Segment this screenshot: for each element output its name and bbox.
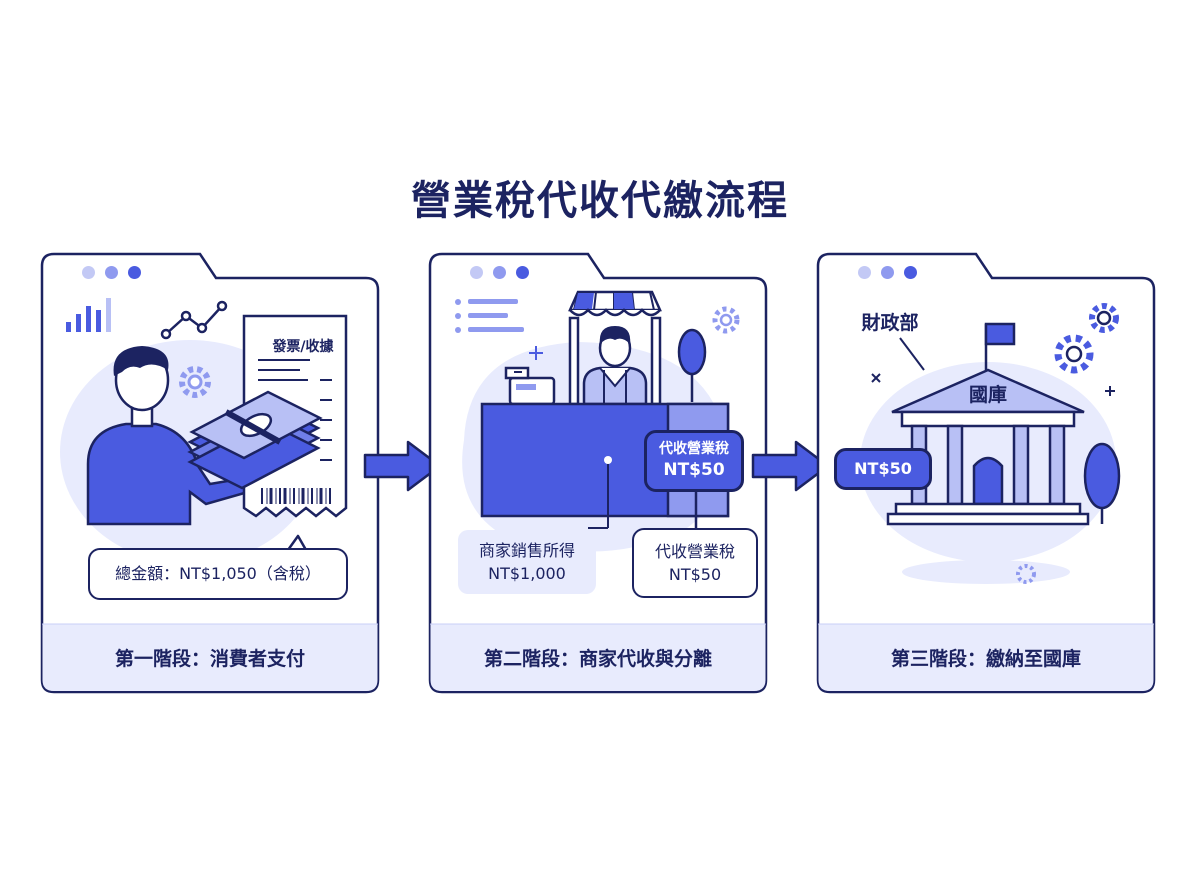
flow-arrow-2 [751, 440, 830, 492]
collected-tax-title: 代收營業稅 [654, 541, 735, 561]
stage2-panel: 代收營業稅 NT$50 商家銷售所得 NT$1,000 代收營業稅 NT$50 … [428, 252, 768, 694]
building-icon [886, 368, 1090, 526]
gear-icon [179, 366, 211, 398]
window-dot [516, 266, 529, 279]
tree-icon [1083, 442, 1121, 524]
ministry-label: 財政部 [861, 312, 919, 334]
stage1-panel: 發票/收據 總金額：NT$1,050（含稅） 第一階段：消費者支付 [40, 252, 380, 694]
window-dot [493, 266, 506, 279]
stage3-illustration [860, 303, 1121, 584]
gear-icon [1016, 564, 1036, 584]
stage2-footer: 第二階段：商家代收與分離 [483, 647, 712, 670]
stage1-footer: 第一階段：消費者支付 [114, 647, 305, 670]
window-dot [470, 266, 483, 279]
collected-tax-box: 代收營業稅 NT$50 [632, 528, 758, 598]
collected-tax-amount: NT$50 [668, 565, 722, 584]
list-icon [455, 299, 524, 333]
amount-tag: NT$50 [834, 448, 932, 490]
sparkle-icon [529, 346, 543, 360]
window-dot [82, 266, 95, 279]
gear-icon [1054, 334, 1094, 374]
merchant-income-amount: NT$1,000 [488, 564, 566, 583]
page-title: 營業稅代收代繳流程 [411, 178, 789, 224]
window-dot [105, 266, 118, 279]
tax-tag-amount: NT$50 [663, 459, 725, 480]
stage3-panel: 財政部 國庫 NT$50 第三階段：繳納至國庫 [816, 252, 1156, 694]
window-dot [858, 266, 871, 279]
bar-chart-icon [66, 298, 111, 332]
tax-tag-badge: 代收營業稅 NT$50 [644, 430, 744, 492]
window-dots [470, 266, 529, 279]
window-dot [128, 266, 141, 279]
total-amount-label: 總金額：NT$1,050（含稅） [88, 548, 348, 600]
person-icon [86, 346, 250, 526]
merchant-income-box: 商家銷售所得 NT$1,000 [458, 530, 596, 594]
storefront-icon [568, 290, 662, 406]
gear-icon [1089, 303, 1119, 333]
window-dot [904, 266, 917, 279]
gear-icon [712, 306, 740, 334]
stage3-footer: 第三階段：繳納至國庫 [890, 647, 1081, 670]
window-dots [858, 266, 917, 279]
cash-stack-icon [187, 390, 323, 490]
merchant-icon [582, 326, 648, 406]
window-dot [881, 266, 894, 279]
flow-arrow-1 [363, 440, 442, 492]
stage1-illustration [60, 298, 348, 564]
merchant-income-title: 商家銷售所得 [478, 540, 575, 560]
receipt-title: 發票/收據 [272, 339, 334, 355]
tax-tag-title: 代收營業稅 [659, 441, 729, 458]
line-chart-icon [160, 300, 228, 340]
treasury-label: 國庫 [968, 384, 1007, 406]
tree-icon [677, 328, 707, 402]
flag-icon [984, 322, 1016, 370]
sparkle-icon [871, 373, 1115, 396]
window-dots [82, 266, 141, 279]
